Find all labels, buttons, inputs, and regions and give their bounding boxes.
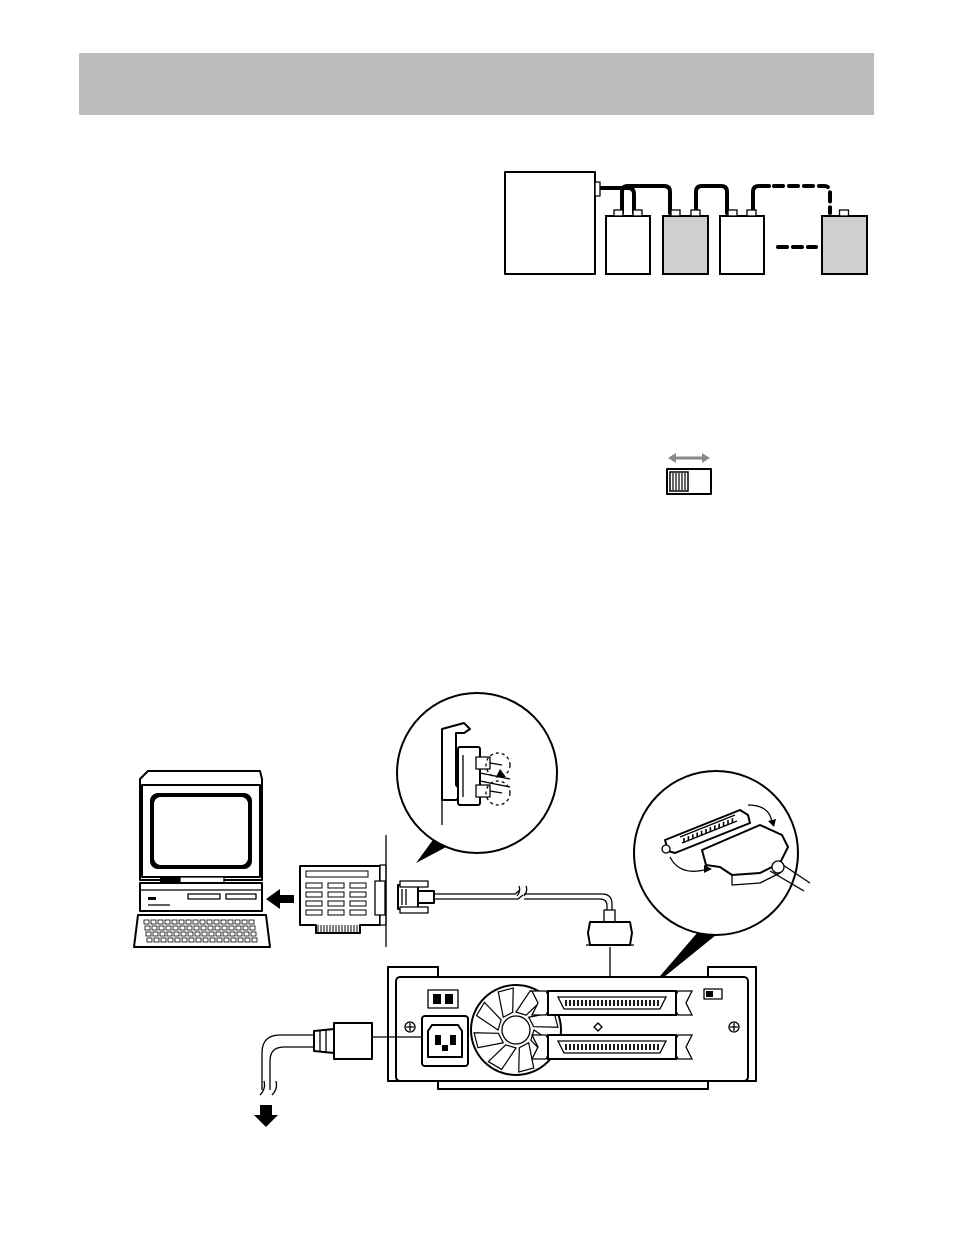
chain-cable-b bbox=[696, 186, 727, 213]
outlet-arrow-icon bbox=[254, 1105, 278, 1127]
scsi-connector bbox=[532, 1035, 692, 1059]
callout-latch-clip-icon bbox=[634, 771, 810, 990]
switch-illustration bbox=[664, 450, 714, 498]
chain-diagram bbox=[498, 166, 878, 282]
chain-cable-2 bbox=[621, 188, 656, 213]
callout-screw-lock-icon bbox=[397, 693, 557, 863]
computer-icon bbox=[134, 771, 294, 947]
computer-arrow-icon bbox=[266, 889, 294, 909]
scsi-connector bbox=[532, 991, 692, 1015]
interface-card-icon bbox=[300, 835, 386, 947]
connection-diagram bbox=[120, 685, 770, 1135]
double-arrow-icon bbox=[668, 453, 710, 463]
chain-cable-dashed bbox=[774, 186, 830, 213]
chain-device-last bbox=[822, 210, 867, 274]
chain-device-1 bbox=[606, 210, 650, 274]
chain-cable-c bbox=[753, 186, 769, 213]
header-band bbox=[79, 53, 874, 115]
host-computer-box bbox=[505, 172, 595, 274]
chain-device-2 bbox=[663, 210, 708, 274]
host-port bbox=[595, 182, 600, 196]
chain-device-3 bbox=[720, 210, 764, 274]
slide-switch-icon bbox=[667, 469, 711, 494]
chain-cable-1 bbox=[596, 188, 634, 213]
rear-panel-icon bbox=[388, 967, 756, 1089]
